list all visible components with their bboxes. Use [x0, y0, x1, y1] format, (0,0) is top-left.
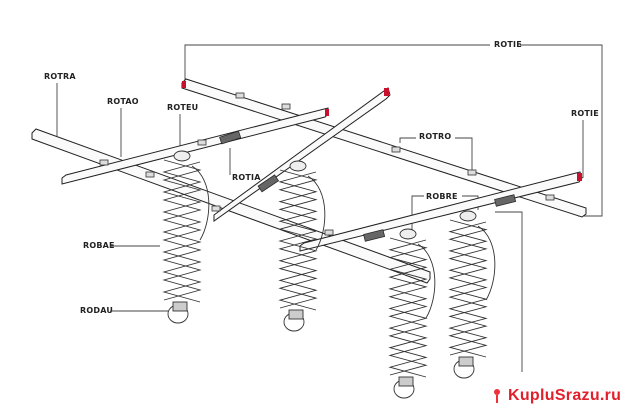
bracket [235, 92, 245, 99]
bracket [281, 103, 291, 110]
label-rotie-right: ROTIE [571, 109, 599, 118]
bracket [324, 229, 334, 236]
label-robre: ROBRE [426, 192, 458, 201]
pantographs [162, 150, 496, 399]
leader-robre-bottom [495, 211, 523, 372]
scissor-arm [278, 169, 318, 309]
leader-rotie-frame [520, 44, 603, 217]
rails [31, 78, 587, 284]
label-rotro: ROTRO [419, 132, 451, 141]
rail-cap-right [577, 173, 582, 181]
pantograph-column [162, 150, 210, 324]
bracket [211, 205, 221, 212]
scissor-arm [388, 239, 428, 378]
pantograph-head [399, 228, 417, 240]
rail-red-cross [213, 87, 391, 222]
watermark-text: KupluSrazu.ru [508, 387, 622, 404]
ceiling-brackets [99, 92, 555, 236]
cable-loop [477, 225, 496, 301]
rail-red-caps [182, 81, 582, 181]
trolley [494, 194, 517, 207]
bracket [145, 171, 155, 178]
cable-loop [191, 165, 210, 241]
rail-cap-left [182, 81, 186, 88]
camera-mount [172, 301, 188, 312]
rail-cap-top [384, 88, 389, 96]
label-rotia: ROTIA [232, 173, 261, 182]
leader-lines [56, 44, 603, 372]
camera-mount [288, 309, 304, 320]
trolley [363, 229, 386, 242]
pantograph-column [278, 160, 326, 332]
pantograph-head [289, 160, 307, 172]
label-roteu: ROTEU [167, 103, 198, 112]
camera-mount [398, 376, 414, 387]
cable-loop [417, 243, 436, 319]
scissor-arm [388, 237, 428, 376]
bracket [467, 169, 477, 176]
trolley [257, 174, 280, 193]
trolleys [219, 130, 517, 242]
pantograph-column [388, 228, 436, 399]
rail-right-cross [299, 171, 583, 252]
scissor-arm [448, 219, 488, 356]
leader-rotro-right [455, 137, 473, 172]
watermark: KupluSrazu.ru [492, 384, 634, 408]
leader-rotie-top [184, 44, 490, 82]
bracket [545, 194, 555, 201]
scissor-arm [162, 161, 202, 303]
camera-mount [458, 356, 474, 367]
bracket [99, 159, 109, 166]
pantograph-column [448, 210, 496, 379]
cable-loop [307, 175, 326, 251]
label-rodau: RODAU [80, 306, 113, 315]
bracket [391, 146, 401, 153]
label-rotao: ROTAO [107, 97, 139, 106]
trolley [219, 130, 242, 145]
pantograph-head [173, 150, 191, 162]
bracket [197, 139, 207, 146]
leader-rotro-left [399, 137, 416, 143]
label-rotie-top: ROTIE [494, 40, 522, 49]
pantograph-head [459, 210, 477, 222]
location-pin-icon [492, 387, 502, 405]
rail-cap-mid [325, 109, 329, 116]
scissor-arm [448, 221, 488, 358]
scissor-arm [278, 171, 318, 311]
label-robae: ROBAE [83, 241, 115, 250]
label-rotra: ROTRA [44, 72, 76, 81]
scissor-arm [162, 159, 202, 301]
